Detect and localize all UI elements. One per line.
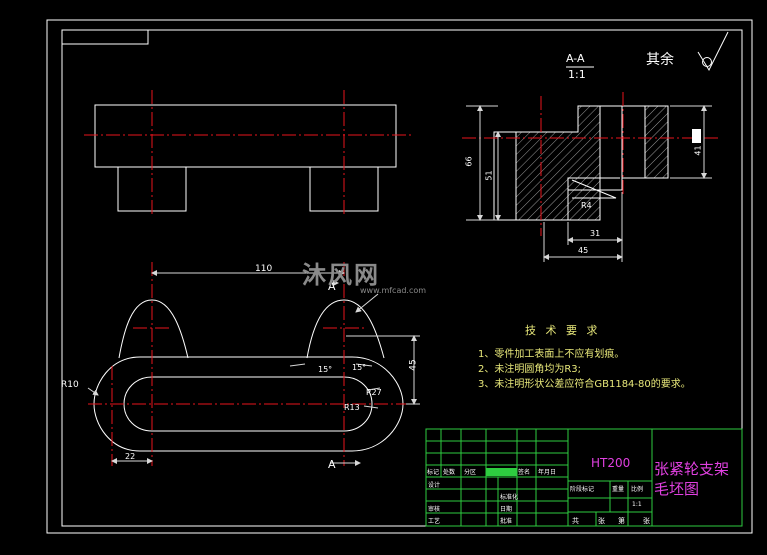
- dim-r13: R13: [344, 403, 360, 412]
- title-material: HT200: [591, 456, 631, 470]
- tb-left-label-2: 审核: [428, 506, 441, 513]
- tb-row-label-3: 分区: [464, 469, 477, 476]
- inner-border: [61, 29, 743, 527]
- section-scale: 1:1: [568, 68, 586, 81]
- dim-r4: R4: [581, 201, 592, 210]
- dim-r10: R10: [61, 380, 79, 390]
- tb-stage-label-2: 重量: [612, 486, 625, 493]
- tb-mid-label-3: 日期: [500, 506, 513, 513]
- tech-requirements-title: 技 术 要 求: [525, 324, 601, 337]
- tech-requirement-3: 3、未注明形状公差应符合GB1184-80的要求。: [478, 379, 691, 390]
- tb-sheet-label-3: 第: [618, 517, 625, 525]
- title-block-highlight: [486, 468, 517, 476]
- outer-border: [46, 19, 753, 534]
- top-view-centerlines: [88, 262, 410, 466]
- dim-66: 66: [464, 156, 474, 167]
- dim-22: 22: [125, 452, 136, 461]
- section-label: A-A: [566, 52, 585, 65]
- tb-stage-label-1: 阶段标记: [570, 486, 595, 493]
- top-view-outer-slot: [93, 356, 404, 452]
- front-view-centerlines: [84, 90, 412, 216]
- tech-requirement-1: 1、零件加工表面上不应有划痕。: [478, 349, 625, 360]
- section-centerlines: [462, 92, 718, 236]
- dim-r27: R27: [366, 388, 382, 397]
- tb-row-label-6: 年月日: [538, 469, 557, 476]
- title-drawing-type: 毛坯图: [654, 480, 700, 498]
- tb-left-label-3: 工艺: [428, 518, 441, 525]
- tb-row-label-5: 签名: [518, 469, 531, 476]
- top-view: [93, 299, 404, 452]
- section-dimensions: [466, 105, 712, 262]
- section-r4-wedge: [571, 179, 617, 199]
- dim-41: 41: [693, 145, 703, 156]
- top-view-dimensions: [87, 270, 420, 466]
- section-view: [493, 105, 669, 221]
- section-detail-mark: [692, 129, 701, 143]
- tb-stage-label-3: 比例: [631, 486, 644, 493]
- title-block: [425, 428, 743, 527]
- tb-sheet-label-4: 张: [643, 517, 650, 525]
- tb-row-label-2: 处数: [443, 469, 456, 476]
- dim-45-top: 45: [408, 359, 419, 371]
- roughness-note: 其余: [646, 52, 674, 68]
- cut-label-bottom: A: [328, 458, 336, 471]
- dim-angle-left: 15°: [318, 365, 333, 374]
- roughness-symbol: [697, 31, 729, 72]
- dim-31: 31: [590, 229, 601, 238]
- tb-row-label-1: 标记: [427, 469, 440, 476]
- cut-label-top: A: [328, 280, 336, 293]
- tech-requirement-2: 2、未注明圆角均为R3;: [478, 364, 582, 375]
- tb-sheet-label-2: 张: [598, 517, 605, 525]
- section-notch: [567, 177, 620, 220]
- top-view-inner-slot: [123, 376, 373, 432]
- watermark-url: www.mfcad.com: [360, 286, 427, 295]
- dim-45-section: 45: [578, 246, 589, 255]
- tb-sheet-label-1: 共: [572, 517, 579, 525]
- front-view: [94, 104, 397, 212]
- corner-tag-box: [61, 29, 149, 45]
- watermark-brand: 沐风网: [302, 261, 380, 289]
- tb-mid-label-1: 标准化: [500, 494, 519, 501]
- dim-angle-right: 15°: [352, 363, 367, 372]
- tb-mid-label-2: 批准: [500, 518, 513, 525]
- title-part-name: 张紧轮支架: [654, 460, 730, 478]
- section-hatch-right: [644, 105, 669, 179]
- tb-left-label-1: 设计: [428, 482, 441, 489]
- top-view-left-lug: [118, 299, 189, 359]
- top-view-right-lug: [306, 299, 385, 359]
- dim-51: 51: [484, 170, 494, 181]
- tb-scale-value: 1:1: [632, 501, 642, 508]
- front-view-body: [94, 104, 397, 168]
- dim-110: 110: [255, 264, 273, 274]
